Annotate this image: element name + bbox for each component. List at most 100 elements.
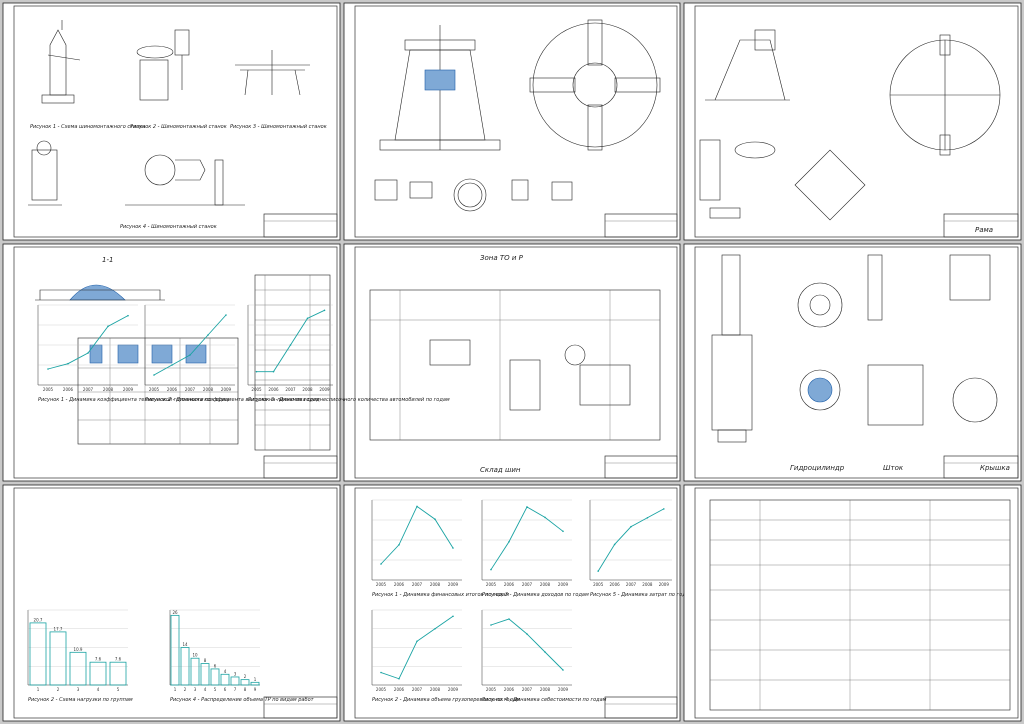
tick-label: 2009 (123, 387, 134, 392)
tick-label: 5 (214, 687, 217, 692)
part-hydrocylinder: Гидроцилиндр (790, 464, 845, 472)
chart-title: Рисунок 5 - Динамика затрат по годам (590, 592, 693, 598)
bar (250, 681, 260, 686)
tick-label: 2006 (268, 387, 279, 392)
tick-label: 2009 (319, 387, 330, 392)
tick-label: 2009 (659, 582, 670, 587)
tick-label: 2007 (285, 387, 296, 392)
chart-title: Рисунок 4 - Распределение объема ТР по в… (170, 697, 315, 703)
tick-label: 1 (174, 687, 177, 692)
caption-4: Рисунок 4 - Шиномонтажный станок (120, 224, 217, 230)
tick-label: 2008 (540, 687, 551, 692)
data-point (434, 518, 436, 520)
tick-label: 4 (204, 687, 207, 692)
bar (109, 661, 127, 686)
data-point (452, 547, 454, 549)
chart-title: Рисунок 2 - Динамика коэффициента выпуск… (145, 397, 320, 403)
sheet-3-name: Рама (975, 226, 993, 234)
tick-label: 2008 (302, 387, 313, 392)
bar (220, 673, 230, 686)
bar (190, 657, 200, 686)
data-point (452, 615, 454, 618)
tick-label: 1 (37, 687, 40, 692)
data-point (107, 325, 109, 328)
data-point (526, 633, 528, 635)
sheet-4: 1-1 (2, 243, 341, 482)
data-point (67, 362, 69, 365)
tick-label: 9 (254, 687, 257, 692)
tick-label: 2005 (486, 582, 497, 587)
data-point (189, 354, 191, 356)
data-label: 14 (182, 642, 188, 647)
sheet-5: Зона ТО и Р Склад шин (343, 243, 681, 482)
data-point (398, 544, 400, 546)
bar (89, 661, 107, 686)
tick-label: 2008 (540, 582, 551, 587)
tick-label: 2006 (394, 687, 405, 692)
data-point (434, 627, 436, 630)
data-point (508, 618, 510, 620)
data-point (153, 374, 155, 376)
bar (180, 647, 190, 686)
data-point (398, 677, 400, 680)
chart-title: Рисунок 2 - Схема нагрузки по группам (28, 697, 133, 703)
tick-label: 2007 (522, 687, 533, 692)
tick-label: 2006 (167, 387, 178, 392)
bar (230, 676, 240, 686)
chart-title: Рисунок 3 - Динамика среднесписочного ко… (248, 397, 450, 403)
data-point (306, 317, 309, 320)
tick-label: 2005 (593, 582, 604, 587)
data-point (544, 651, 546, 653)
sheet-6: Гидроцилиндр Шток Крышка (683, 243, 1022, 482)
tick-label: 2008 (103, 387, 114, 392)
data-label: 26 (172, 610, 178, 615)
tick-label: 2008 (430, 582, 441, 587)
bar (69, 651, 87, 686)
data-point (380, 671, 382, 674)
bar (170, 614, 180, 686)
data-label: 8 (204, 658, 207, 663)
data-label: 17.7 (54, 626, 63, 631)
tick-label: 2007 (522, 582, 533, 587)
tick-label: 2009 (448, 582, 459, 587)
data-label: 10.9 (74, 647, 83, 652)
data-point (508, 540, 510, 543)
sheet-1: Рисунок 1 - Схема шиномонтажного станка … (2, 2, 341, 241)
sheet-9 (683, 484, 1022, 722)
bar (29, 622, 47, 686)
tick-label: 2006 (394, 582, 405, 587)
data-label: 6 (214, 663, 217, 668)
tick-label: 2009 (221, 387, 232, 392)
tick-label: 2009 (558, 687, 569, 692)
chart-title: Рисунок 1 - Динамика финансовых итогов п… (372, 592, 509, 598)
tick-label: 2009 (558, 582, 569, 587)
zone-title: Зона ТО и Р (480, 254, 524, 262)
chart-title: Рисунок 1 - Динамика коэффициента технич… (38, 397, 229, 403)
chart-title: Рисунок 2 - Динамика объема грузоперевоз… (372, 697, 520, 703)
tick-label: 2005 (149, 387, 160, 392)
data-point (562, 530, 564, 533)
data-point (87, 352, 89, 354)
tick-label: 2006 (504, 687, 515, 692)
data-point (597, 570, 599, 572)
data-label: 2 (244, 674, 247, 679)
bar (240, 679, 250, 686)
data-point (613, 543, 616, 546)
data-point (416, 505, 418, 508)
sheet-2 (343, 2, 681, 241)
tick-label: 5 (117, 687, 120, 692)
data-point (225, 314, 227, 316)
bar (49, 631, 67, 686)
tick-label: 2007 (412, 582, 423, 587)
data-point (380, 563, 382, 565)
tick-label: 2005 (376, 687, 387, 692)
caption-2: Рисунок 2 - Шиномонтажный станок (130, 124, 227, 130)
data-label: 7.6 (95, 657, 102, 662)
data-point (127, 314, 129, 317)
